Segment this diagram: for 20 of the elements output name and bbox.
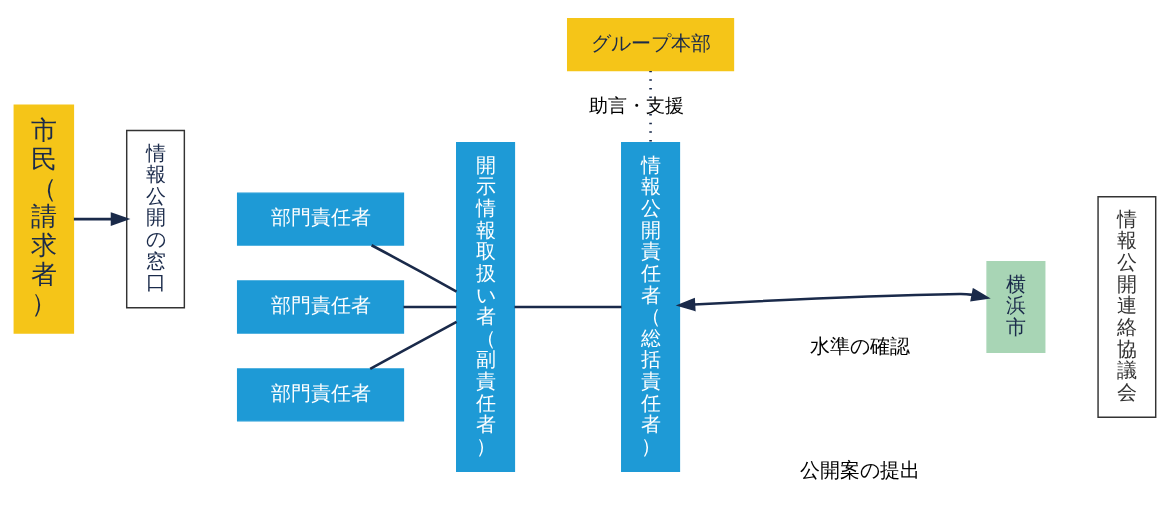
arrow bbox=[675, 287, 991, 311]
node-box: 市民（請求者） bbox=[13, 104, 75, 334]
node-box: 部門責任者 bbox=[236, 367, 405, 422]
node-box: 開示情報取扱い者（副責任者） bbox=[456, 141, 516, 472]
connector bbox=[369, 320, 458, 370]
connector bbox=[649, 70, 652, 142]
label: 水準の確認 bbox=[810, 333, 911, 358]
label: 公開案の提出 bbox=[800, 457, 921, 482]
arrow bbox=[73, 211, 131, 226]
edge-label: 助言・支援 bbox=[588, 94, 684, 116]
connector bbox=[514, 305, 622, 308]
node-box: 情報公開責任者（総括責任者） bbox=[621, 141, 681, 472]
node-box: 情報公開連絡協議会 bbox=[1097, 195, 1157, 418]
connector bbox=[403, 305, 457, 308]
node-box: グループ本部 bbox=[567, 17, 735, 71]
node-box: 部門責任者 bbox=[236, 191, 405, 246]
node-box: 情報公開の窓口 bbox=[126, 129, 186, 308]
connector bbox=[370, 243, 458, 293]
node-box: 横浜市 bbox=[986, 260, 1046, 353]
node-box: 部門責任者 bbox=[236, 279, 405, 334]
